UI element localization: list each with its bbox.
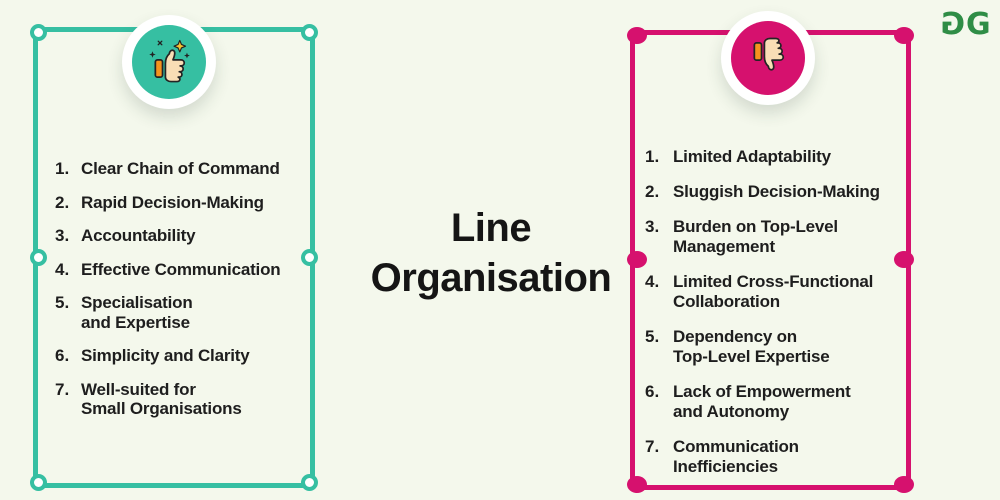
thumbs-up-icon: [132, 25, 206, 99]
logo-glyph-right: G: [966, 7, 991, 42]
thumbs-down-icon: [731, 21, 805, 95]
item-text: Dependency on Top-Level Expertise: [673, 327, 830, 366]
list-item: 3. Accountability: [55, 226, 305, 246]
list-item: 6. Simplicity and Clarity: [55, 346, 305, 366]
item-text: Specialisation and Expertise: [81, 293, 193, 332]
geeksforgeeks-logo-icon: G G: [936, 4, 996, 46]
edge-node: [30, 248, 47, 266]
edge-node: [894, 251, 914, 268]
advantages-badge: [122, 15, 216, 109]
item-number: 3.: [645, 217, 660, 236]
item-number: 1.: [645, 147, 660, 166]
item-text: Limited Cross-Functional Collaboration: [673, 272, 874, 311]
item-number: 7.: [645, 437, 660, 456]
list-item: 1. Clear Chain of Command: [55, 159, 305, 179]
list-item: 7. Well-suited for Small Organisations: [55, 380, 305, 419]
corner-node: [301, 474, 318, 491]
item-number: 4.: [55, 259, 70, 279]
corner-node: [30, 474, 47, 491]
item-text: Simplicity and Clarity: [81, 346, 250, 365]
list-item: 5. Dependency on Top-Level Expertise: [645, 327, 905, 367]
corner-node: [894, 27, 914, 44]
item-text: Rapid Decision-Making: [81, 192, 264, 212]
item-text: Sluggish Decision-Making: [673, 182, 880, 201]
item-text: Effective Communication: [81, 259, 281, 279]
advantages-list: 1. Clear Chain of Command 2. Rapid Decision…: [55, 159, 305, 433]
advantages-panel: 1. Clear Chain of Command 2. Rapid Decision…: [30, 15, 318, 491]
corner-node: [301, 24, 318, 41]
corner-node: [627, 27, 647, 44]
item-number: 4.: [645, 272, 660, 291]
item-number: 2.: [645, 182, 660, 201]
page-title: Line Organisation: [370, 206, 612, 300]
disadvantages-panel: 1. Limited Adaptability 2. Sluggish Decisio…: [627, 11, 914, 493]
disadvantages-list: 1. Limited Adaptability 2. Sluggish Decisio…: [645, 147, 905, 492]
logo-glyph-left: G: [940, 7, 965, 42]
list-item: 5. Specialisation and Expertise: [55, 293, 305, 332]
list-item: 1. Limited Adaptability: [645, 147, 905, 167]
item-number: 1.: [55, 159, 70, 178]
item-number: 7.: [55, 379, 70, 399]
list-item: 2. Rapid Decision-Making: [55, 193, 305, 213]
item-number: 3.: [55, 226, 70, 245]
corner-node: [627, 476, 647, 493]
item-text: Limited Adaptability: [673, 147, 831, 166]
item-text: Burden on Top-Level Management: [673, 217, 838, 256]
list-item: 7. Communication Inefficiencies: [645, 437, 905, 477]
item-number: 5.: [645, 327, 660, 346]
item-number: 6.: [645, 382, 660, 401]
corner-node: [30, 24, 47, 41]
list-item: 4. Effective Communication: [55, 260, 305, 280]
item-text: Clear Chain of Command: [81, 159, 280, 178]
corner-node: [894, 476, 914, 493]
edge-node: [301, 248, 318, 266]
item-text: Communication Inefficiencies: [673, 437, 799, 476]
edge-node: [627, 251, 647, 268]
item-text: Well-suited for Small Organisations: [81, 379, 242, 419]
item-text: Lack of Empowerment and Autonomy: [673, 382, 851, 421]
disadvantages-badge: [721, 11, 815, 105]
list-item: 2. Sluggish Decision-Making: [645, 182, 905, 202]
item-text: Accountability: [81, 226, 196, 245]
list-item: 6. Lack of Empowerment and Autonomy: [645, 382, 905, 422]
item-number: 2.: [55, 192, 70, 212]
item-number: 6.: [55, 346, 70, 365]
item-number: 5.: [55, 293, 70, 312]
list-item: 4. Limited Cross-Functional Collaboration: [645, 272, 905, 312]
list-item: 3. Burden on Top-Level Management: [645, 217, 905, 257]
